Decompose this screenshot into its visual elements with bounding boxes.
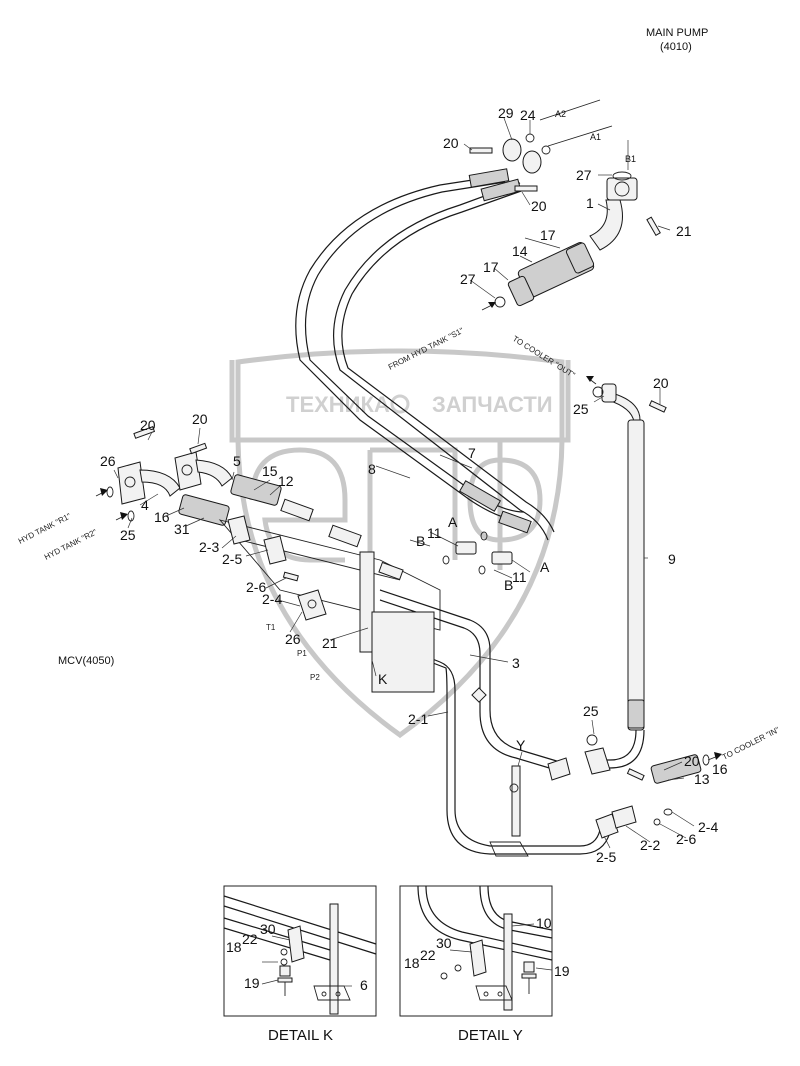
return-pipes: [359, 551, 637, 857]
port-a2: A2: [555, 109, 566, 119]
detail-y-callout-30: 30: [436, 935, 452, 951]
watermark-text-right: ЗАПЧАСТИ: [432, 392, 553, 417]
callout-20-low: 20: [684, 753, 700, 769]
suction-elbow-assembly: [494, 171, 661, 308]
callout-31: 31: [174, 521, 190, 537]
detail-k-callout-19: 19: [244, 975, 260, 991]
main-pump-title: MAIN PUMP: [646, 27, 708, 39]
tank-return-assembly: [106, 426, 282, 526]
callout-21-mid: 21: [322, 635, 338, 651]
callout-13: 13: [694, 771, 710, 787]
callout-11-lower: 11: [512, 569, 527, 585]
callout-26-mid: 26: [285, 631, 301, 647]
callout-2-4-left: 2-4: [262, 591, 282, 607]
detail-k: 18 22 30 19 6 DETAIL K: [223, 885, 377, 1044]
watermark-text-left: ТЕХНИКА: [286, 392, 390, 417]
port-a-upper: A: [448, 514, 458, 530]
callout-2-6-right: 2-6: [676, 831, 696, 847]
port-b1: B1: [625, 154, 636, 164]
gear-icon: [390, 394, 410, 414]
detail-k-callout-22: 22: [242, 931, 258, 947]
callout-14: 14: [512, 243, 528, 259]
main-pump-code: (4010): [660, 41, 692, 53]
port-t1: T1: [266, 623, 276, 632]
callout-20-left1: 20: [140, 417, 156, 433]
callout-17-b: 17: [483, 259, 499, 275]
callout-2-5-right: 2-5: [596, 849, 616, 865]
note-to-cooler-in: TO COOLER "IN": [721, 725, 781, 762]
callout-15: 15: [262, 463, 278, 479]
callout-24: 24: [520, 107, 536, 123]
callout-2-1: 2-1: [408, 711, 428, 727]
callout-4: 4: [141, 497, 149, 513]
pump-outlet-lines: A2 A1 B1: [539, 99, 636, 170]
detail-k-callout-18: 18: [226, 939, 242, 955]
callout-25-low: 25: [583, 703, 599, 719]
callout-20-left2: 20: [192, 411, 208, 427]
port-a-lower: A: [540, 559, 550, 575]
note-hyd-tank-r1: HYD TANK "R1": [17, 511, 73, 545]
callout-16-left: 16: [154, 509, 170, 525]
callout-2-6-left: 2-6: [246, 579, 266, 595]
callout-labels: 29 24 20 20 27 1 21 17 14 17 27 25 20 20…: [100, 105, 728, 865]
callout-26-left: 26: [100, 453, 116, 469]
callout-5: 5: [233, 453, 241, 469]
detail-k-callout-6: 6: [360, 977, 368, 993]
callout-20-top2: 20: [531, 198, 547, 214]
cooler-return-pipe: [584, 383, 667, 781]
flow-arrows: [95, 302, 722, 761]
callout-20-right: 20: [653, 375, 669, 391]
port-a1: A1: [590, 132, 601, 142]
callout-12: 12: [278, 473, 294, 489]
mcv-block: T1 P1 P2: [218, 498, 513, 682]
port-b-upper: B: [416, 533, 425, 549]
cooler-inlet-hose: [650, 754, 710, 826]
callout-11-upper: 11: [427, 525, 442, 541]
callout-1: 1: [586, 195, 594, 211]
detail-k-frame: [223, 885, 377, 1017]
detail-y-callout-22: 22: [420, 947, 436, 963]
callout-2-4-right: 2-4: [698, 819, 718, 835]
callout-3: 3: [512, 655, 520, 671]
leader-lines: [113, 117, 695, 849]
callout-k: K: [378, 671, 388, 687]
detail-y-title: DETAIL Y: [458, 1027, 523, 1044]
callout-7: 7: [468, 445, 476, 461]
note-hyd-tank-r2: HYD TANK "R2": [43, 527, 99, 561]
detail-k-title: DETAIL K: [268, 1027, 333, 1044]
mcv-label: MCV(4050): [58, 655, 114, 667]
callout-27-top: 27: [576, 167, 592, 183]
detail-y-callout-10: 10: [536, 915, 552, 931]
callout-2-5-left: 2-5: [222, 551, 242, 567]
callout-8: 8: [368, 461, 376, 477]
detail-k-callout-30: 30: [260, 921, 276, 937]
callout-20-top: 20: [443, 135, 459, 151]
detail-y: 10 18 22 30 19 DETAIL Y: [399, 885, 570, 1044]
callout-16-right: 16: [712, 761, 728, 777]
high-pressure-hoses: [295, 168, 555, 541]
port-p2: P2: [310, 673, 320, 682]
detail-y-callout-19: 19: [554, 963, 570, 979]
callout-27-mid: 27: [460, 271, 476, 287]
callout-9: 9: [668, 551, 676, 567]
port-p1: P1: [297, 649, 307, 658]
callout-29: 29: [498, 105, 514, 121]
callout-y: Y: [516, 737, 526, 753]
callout-25-right: 25: [573, 401, 589, 417]
callout-25-left: 25: [120, 527, 136, 543]
callout-2-2: 2-2: [640, 837, 660, 853]
port-b-lower: B: [504, 577, 513, 593]
pump-flanges: [469, 133, 551, 192]
callout-17-a: 17: [540, 227, 556, 243]
detail-y-callout-18: 18: [404, 955, 420, 971]
callout-21-top: 21: [676, 223, 692, 239]
callout-2-3: 2-3: [199, 539, 219, 555]
